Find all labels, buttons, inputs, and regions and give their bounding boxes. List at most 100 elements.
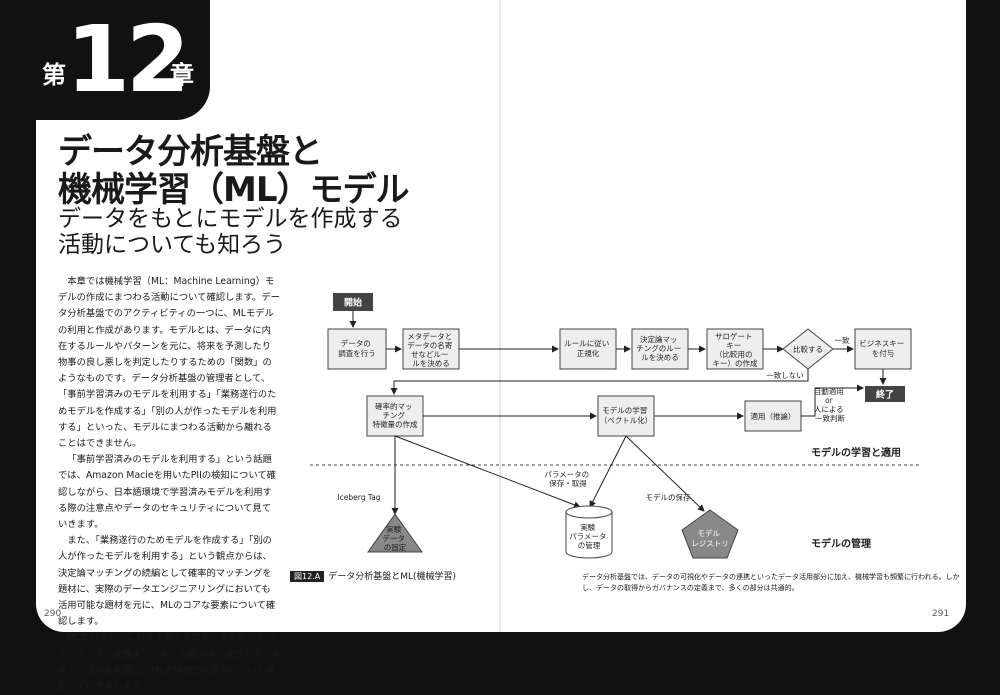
box-deterministic-rules: 決定論マッ チングのルー ルを決める — [631, 328, 689, 370]
svg-text:モデルの学習 （ベクトル化）: モデルの学習 （ベクトル化） — [600, 405, 653, 425]
box-line: チングのルー — [636, 343, 681, 353]
apply-label: 適用（推論） — [751, 411, 796, 421]
box-model-learning: モデルの学習 （ベクトル化） — [597, 395, 655, 437]
experiment-params-cylinder: 実験 パラメータ の管理 — [565, 505, 613, 559]
triangle-line: データ — [383, 533, 406, 543]
triangle-line: の固定 — [384, 542, 407, 552]
box-line: データの名寄 — [407, 340, 452, 350]
box-line: （ベクトル化） — [600, 415, 653, 425]
box-line: を付与 — [872, 348, 895, 358]
svg-text:データの 調査を行う: データの 調査を行う — [338, 338, 376, 358]
book-gutter — [499, 0, 501, 632]
box-probabilistic-features: 確率的マッ チング 特徴量の作成 — [366, 395, 424, 437]
body-paragraph: また、「業務遂行のためモデルを作成する」「別の人が作ったモデルを利用する」という… — [58, 535, 276, 628]
body-paragraph: MLといえど、これまで見てきたデータの取得からガバナンスの定義まで、多くの部分は… — [58, 632, 280, 693]
svg-text:決定論マッ チングのルー ルを決める: 決定論マッ チングのルー ルを決める — [636, 334, 683, 362]
cylinder-line: パラメータ — [569, 532, 606, 541]
param-line: パラメータの — [544, 470, 589, 479]
pentagon-line: モデル — [698, 528, 721, 538]
end-label: 終了 — [876, 389, 894, 401]
ml-flow-diagram: 開始 データの 調査を行う メタデータと データの名寄 せなどルー ルを決める … — [310, 293, 920, 559]
box-line: 調査を行う — [338, 348, 376, 358]
chapter-number: 12 — [66, 6, 190, 113]
svg-text:ルールに従い 正規化: ルールに従い 正規化 — [564, 338, 611, 358]
param-label: パラメータの 保存・取得 — [544, 470, 591, 488]
box-business-key: ビジネスキー を付与 — [854, 328, 912, 370]
chapter-subtitle: データをもとにモデルを作成する 活動についても知ろう — [58, 206, 403, 258]
svg-text:モデル レジストリ: モデル レジストリ — [691, 528, 729, 548]
experiment-data-triangle: 実験 データ の固定 — [367, 513, 423, 553]
box-line: せなどルー — [411, 350, 449, 359]
auto-apply-line: 人による — [814, 405, 844, 414]
body-paragraph: 「事前学習済みのモデルを利用する」という話題では、Amazon Macieを用い… — [58, 454, 276, 531]
subtitle-line-2: 活動についても知ろう — [58, 232, 287, 258]
svg-text:実験 パラメータ の管理: 実験 パラメータ の管理 — [569, 522, 609, 550]
box-line: メタデータと — [407, 331, 452, 341]
subtitle-line-1: データをもとにモデルを作成する — [58, 206, 403, 232]
figure-caption-text: データ分析基盤とML(機械学習) — [328, 572, 457, 582]
cylinder-line: 実験 — [580, 522, 595, 532]
box-metadata-rules: メタデータと データの名寄 せなどルー ルを決める — [402, 328, 460, 370]
chapter-suffix: 章 — [170, 61, 194, 89]
start-label: 開始 — [344, 297, 362, 309]
end-node: 終了 — [865, 386, 905, 402]
figure-label: 図12.A — [290, 571, 325, 582]
flow-arrow — [589, 435, 627, 508]
model-registry-pentagon: モデル レジストリ — [681, 509, 739, 559]
svg-text:サロゲート キー （比較用の: サロゲート キー （比較用の キー）の作成 — [713, 332, 758, 368]
page-number-right: 291 — [932, 609, 950, 619]
pentagon-line: レジストリ — [691, 539, 729, 548]
chapter-title: データ分析基盤と 機械学習（ML）モデル — [58, 133, 409, 209]
box-line: ルを決める — [412, 358, 450, 368]
body-paragraph: 本章では機械学習（ML：Machine Learning）モデルの作成にまつわる… — [58, 276, 280, 450]
title-line-2: 機械学習（ML）モデル — [58, 170, 409, 210]
figure-description: データ分析基盤では、データの可視化やデータの連携といったデータ活用部分に加え、機… — [582, 573, 960, 592]
box-line: キー）の作成 — [713, 358, 758, 368]
svg-text:実験 データ の固定: 実験 データ の固定 — [383, 524, 408, 552]
section-manage-label: モデルの管理 — [811, 537, 871, 550]
box-line: ビジネスキー — [859, 339, 904, 348]
triangle-line: 実験 — [386, 524, 401, 534]
chapter-prefix: 第 — [42, 61, 66, 89]
flow-arrow — [625, 435, 705, 512]
box-surrogate-key: サロゲート キー （比較用の キー）の作成 — [706, 328, 764, 370]
svg-text:確率的マッ チング 特徴量の作成: 確率的マッ チング 特徴量の作成 — [373, 401, 418, 429]
box-line: データの — [341, 338, 371, 348]
cylinder-line: の管理 — [578, 540, 601, 550]
chapter-badge: 第 12 章 — [0, 0, 210, 120]
box-apply-inference: 適用（推論） — [744, 400, 802, 432]
box-line: キー — [726, 341, 741, 350]
box-line: ルールに従い — [564, 338, 609, 348]
apply-connector — [801, 388, 816, 417]
compare-decision: 比較する — [782, 328, 834, 370]
auto-apply-line: 一致判断 — [815, 413, 845, 423]
match-label: 一致 — [835, 335, 850, 345]
box-line: 特徴量の作成 — [373, 419, 418, 429]
model-save-label: モデルの保存 — [646, 492, 691, 502]
box-line: チング — [383, 410, 406, 420]
box-normalize: ルールに従い 正規化 — [559, 328, 617, 370]
flow-arrow — [394, 435, 581, 509]
svg-text:ビジネスキー を付与: ビジネスキー を付与 — [859, 339, 906, 358]
box-line: サロゲート — [715, 332, 753, 341]
box-line: 決定論マッ — [640, 334, 678, 344]
box-line: 確率的マッ — [375, 401, 413, 411]
nomatch-arrow — [390, 369, 809, 395]
box-line: （比較用の — [715, 349, 753, 359]
auto-apply-label: 自動適用 or 人による 一致判断 — [814, 386, 846, 423]
nomatch-label: 一致しない — [766, 370, 804, 380]
section-learn-label: モデルの学習と適用 — [811, 446, 901, 459]
compare-label: 比較する — [793, 344, 823, 354]
start-node: 開始 — [333, 293, 373, 311]
title-line-1: データ分析基盤と — [58, 132, 323, 172]
svg-text:メタデータと データの名寄 せなどル: メタデータと データの名寄 せなどルー ルを決める — [407, 331, 454, 368]
iceberg-label: Iceberg Tag — [337, 493, 380, 502]
box-data-survey: データの 調査を行う — [327, 328, 387, 370]
auto-apply-line: or — [825, 396, 834, 405]
box-line: モデルの学習 — [602, 405, 647, 415]
box-line: 正規化 — [577, 348, 600, 358]
box-line: ルを決める — [641, 352, 679, 362]
page-number-left: 290 — [44, 609, 62, 619]
param-line: 保存・取得 — [549, 478, 587, 488]
